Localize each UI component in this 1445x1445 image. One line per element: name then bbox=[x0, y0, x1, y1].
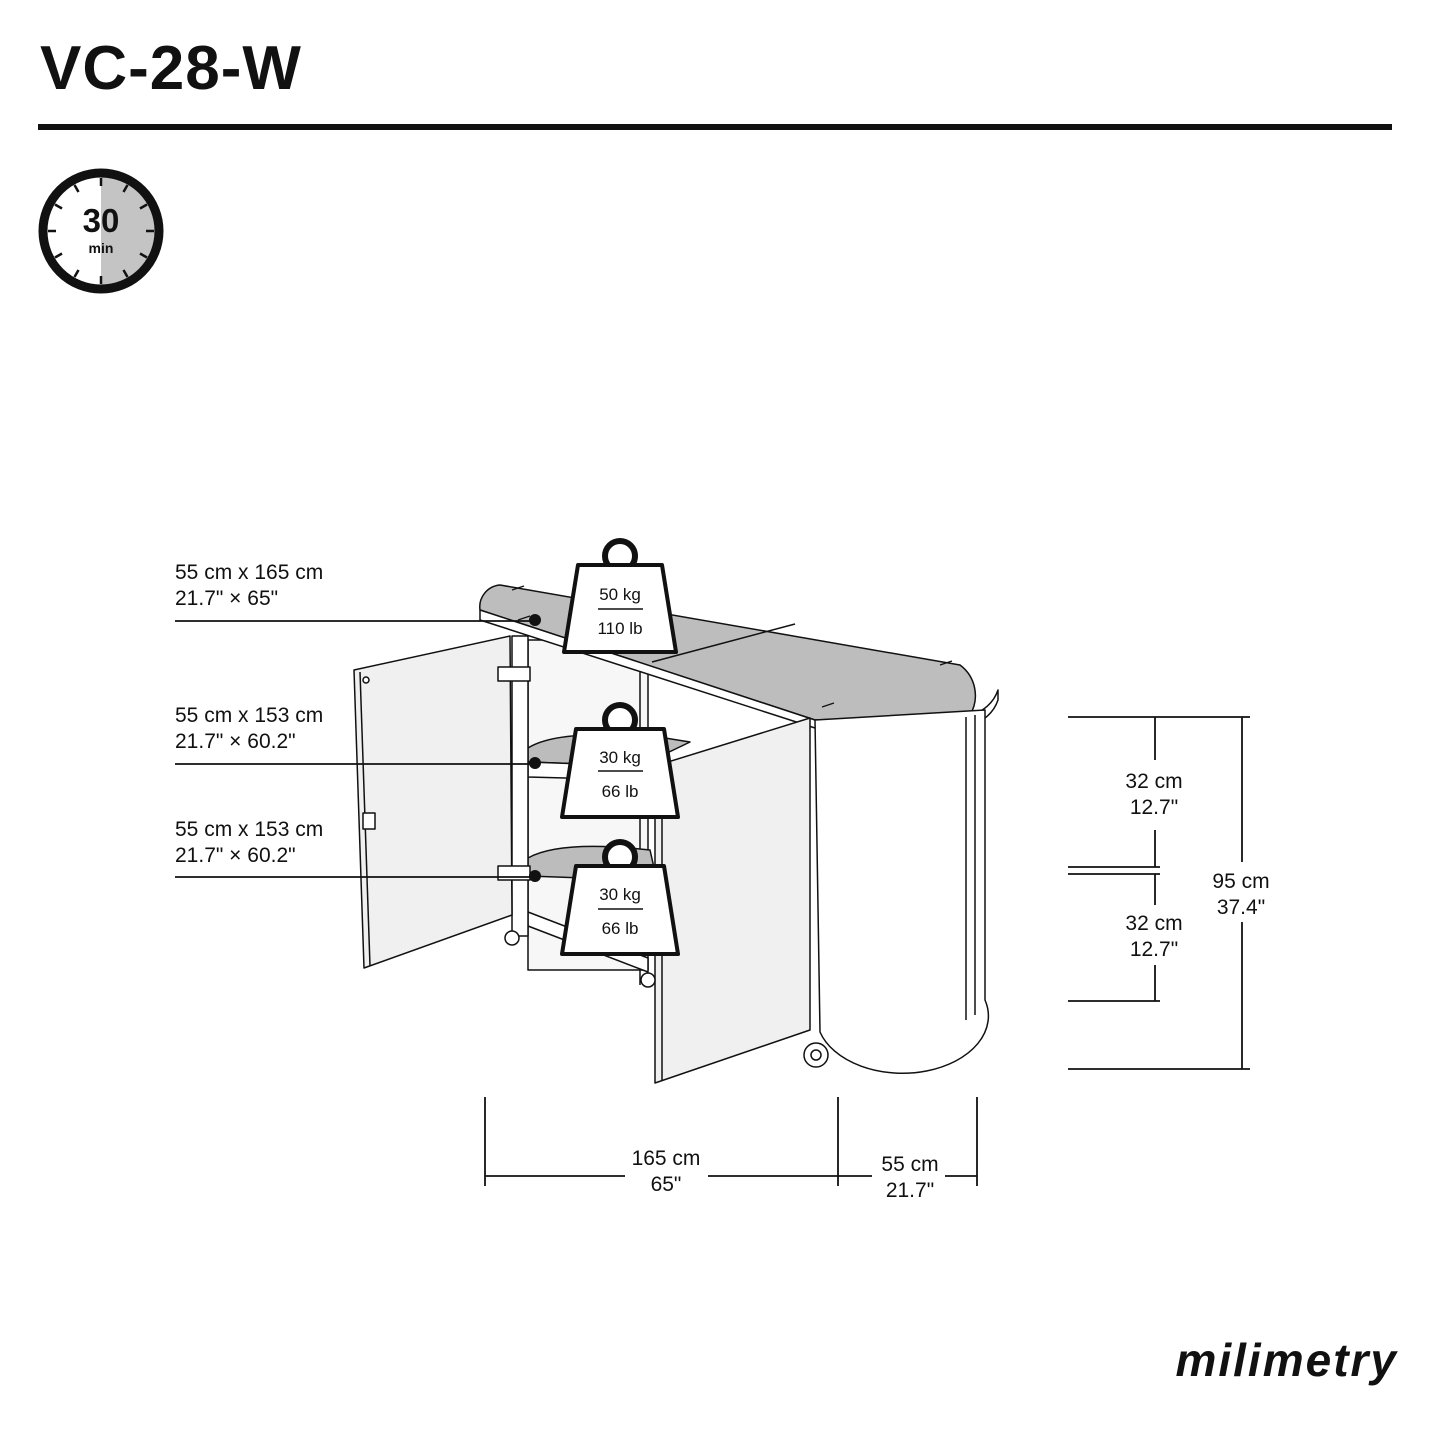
height-dimension-lines bbox=[1068, 716, 1250, 1070]
callout-middle-size-cm: 55 cm x 153 cm bbox=[175, 704, 323, 727]
callout-dot-top bbox=[529, 614, 541, 626]
callout-bottom-size-cm: 55 cm x 153 cm bbox=[175, 818, 323, 841]
callout-bottom-size-in: 21.7" × 60.2" bbox=[175, 844, 296, 867]
depth-cm-label: 55 cm bbox=[881, 1153, 938, 1176]
lower-section-cm-label: 32 cm bbox=[1125, 912, 1182, 935]
assembly-time-stopwatch-icon bbox=[38, 168, 164, 294]
callout-dot-middle-shelf bbox=[529, 757, 541, 769]
depth-in-label: 21.7" bbox=[886, 1179, 934, 1202]
load-top-lb: 110 lb bbox=[597, 619, 642, 638]
cabinet-illustration bbox=[353, 584, 999, 1084]
upper-section-in-label: 12.7" bbox=[1130, 796, 1178, 819]
product-model-title: VC-28-W bbox=[40, 34, 302, 103]
assembly-time-unit: min bbox=[89, 240, 114, 256]
load-bottom-lb: 66 lb bbox=[602, 919, 639, 938]
width-in-label: 65" bbox=[651, 1173, 682, 1196]
height-cm-label: 95 cm bbox=[1212, 870, 1269, 893]
callout-middle-size-in: 21.7" × 60.2" bbox=[175, 730, 296, 753]
load-middle-lb: 66 lb bbox=[602, 782, 639, 801]
weight-icon bbox=[560, 839, 680, 956]
weight-icon bbox=[562, 538, 678, 654]
callout-top-size-in: 21.7" × 65" bbox=[175, 587, 278, 610]
callout-top-size-cm: 55 cm x 165 cm bbox=[175, 561, 323, 584]
assembly-time-value: 30 bbox=[83, 202, 120, 239]
width-dimension-line bbox=[484, 1097, 978, 1186]
callout-dot-bottom-shelf bbox=[529, 870, 541, 882]
upper-section-cm-label: 32 cm bbox=[1125, 770, 1182, 793]
weight-icon bbox=[560, 702, 680, 819]
load-top-kg: 50 kg bbox=[599, 585, 641, 604]
load-middle-kg: 30 kg bbox=[599, 748, 641, 767]
load-bottom-kg: 30 kg bbox=[599, 885, 641, 904]
title-divider bbox=[38, 124, 1392, 130]
lower-section-in-label: 12.7" bbox=[1130, 938, 1178, 961]
callout-leaders bbox=[175, 620, 535, 878]
brand-logo: milimetry bbox=[1175, 1334, 1398, 1386]
width-cm-label: 165 cm bbox=[632, 1147, 701, 1170]
height-in-label: 37.4" bbox=[1217, 896, 1265, 919]
